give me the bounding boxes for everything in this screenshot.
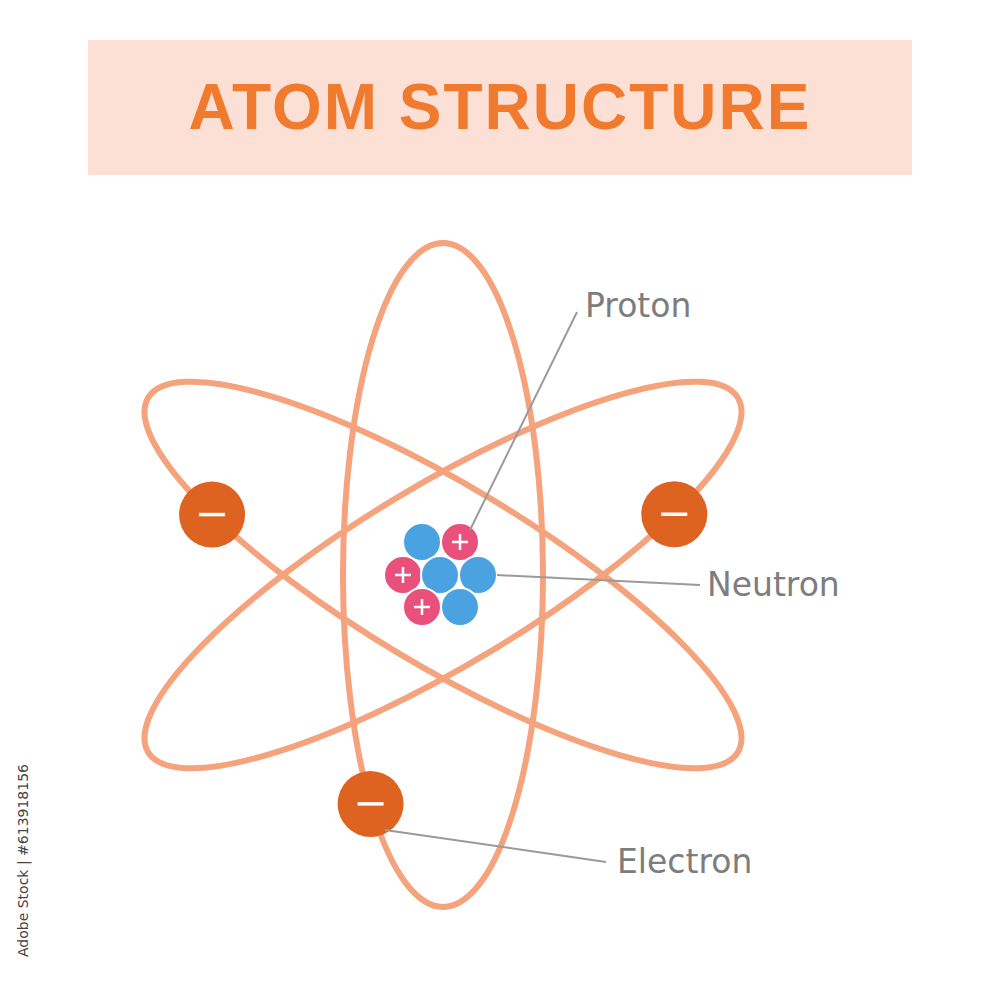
plus-sign [414,599,430,615]
title-banner [88,40,912,175]
electron-circle [338,771,404,837]
electron-symbol [338,771,404,837]
title: ATOM STRUCTURE [88,75,912,139]
leader-line [497,575,700,585]
part-label: Neutron [707,567,840,603]
electron-circle [179,482,245,548]
electron-symbol [179,482,245,548]
watermark: Adobe Stock | #613918156 [16,764,30,957]
particle-circle [403,588,441,626]
leader-line [385,830,606,862]
proton-symbol [441,523,479,561]
nucleus [384,523,497,626]
part-label: Proton [585,288,691,324]
minus-sign [199,513,225,517]
particle-circle [441,588,479,626]
orbit-ellipse [102,321,784,830]
electron-circle [641,481,707,547]
leader-line [470,312,577,530]
proton-symbol [403,588,441,626]
plus-sign [452,534,468,550]
neutron-symbol [403,523,441,561]
particle-circle [403,523,441,561]
orbits [102,243,784,907]
neutron-symbol [441,588,479,626]
plus-sign [395,567,411,583]
minus-sign [358,802,384,806]
electron-symbol [641,481,707,547]
part-label: Electron [617,844,752,880]
leader-lines [385,312,700,862]
orbit-ellipse [102,321,784,830]
minus-sign [661,512,687,516]
particle-circle [441,523,479,561]
